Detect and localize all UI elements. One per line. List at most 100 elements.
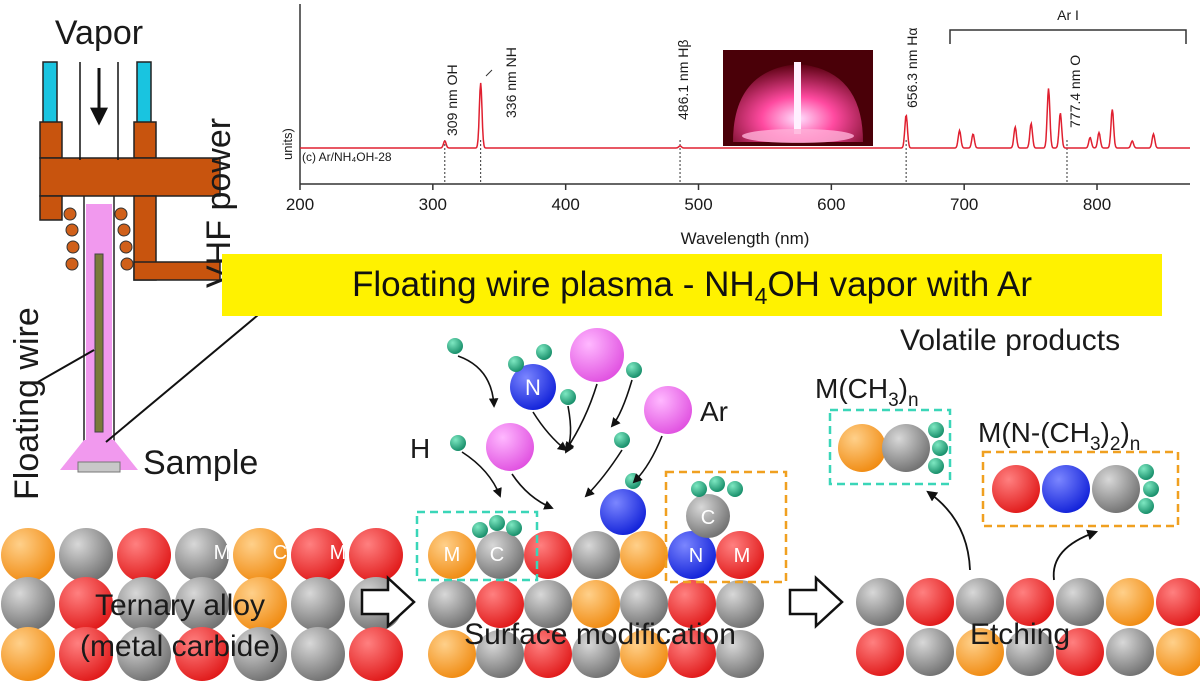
metal-atom-orange xyxy=(428,630,476,678)
product-2-formula: M(N-(CH3)2)n xyxy=(978,417,1140,455)
desorption-arrow xyxy=(926,490,971,571)
x-axis-label: Wavelength (nm) xyxy=(681,229,810,248)
coil-turn xyxy=(120,257,134,271)
h-atom xyxy=(928,458,944,474)
metal-atom-red xyxy=(716,531,764,579)
metal-atom-red xyxy=(1006,578,1054,626)
trajectory-arrow xyxy=(461,451,502,498)
metal-atom-red xyxy=(524,630,572,678)
metal-atom-orange xyxy=(428,531,476,579)
title-banner xyxy=(222,254,1162,316)
metal-atom-orange xyxy=(620,531,668,579)
carbon-atom xyxy=(572,630,620,678)
metal-atom-red xyxy=(668,580,716,628)
h-atom xyxy=(727,481,743,497)
coil-turn xyxy=(65,257,79,271)
h-atom xyxy=(626,362,642,378)
atom-label-m: M xyxy=(214,542,231,564)
vapor-label: Vapor xyxy=(55,14,143,52)
x-tick-label: 600 xyxy=(817,195,845,214)
n-atom xyxy=(600,489,646,535)
series-label: (c) Ar/NH₄OH-28 xyxy=(302,150,392,164)
carbon-atom xyxy=(1006,628,1054,676)
methyl-group-box xyxy=(415,510,539,582)
peak-label-o: 777.4 nm O xyxy=(1067,55,1083,128)
metal-atom-red xyxy=(906,578,954,626)
carbon-atom xyxy=(428,580,476,628)
peak-label-nh: 336 nm NH xyxy=(503,47,519,118)
trajectory-arrow xyxy=(610,379,633,428)
c-atom xyxy=(882,424,930,472)
carbon-atom xyxy=(476,531,524,579)
h-atom xyxy=(447,338,463,354)
ar-atom xyxy=(644,386,692,434)
peak-label-hbeta: 486.1 nm Hβ xyxy=(675,40,691,120)
h-atom xyxy=(932,440,948,456)
metal-atom-red xyxy=(524,531,572,579)
h-atom xyxy=(625,473,641,489)
metal-atom-red xyxy=(291,528,345,582)
carbon-atom xyxy=(291,627,345,681)
sample-pointer xyxy=(105,299,277,443)
sample-label: Sample xyxy=(143,444,258,482)
floating-wire-rod xyxy=(94,253,104,433)
metal-atom-orange xyxy=(1,528,55,582)
h-atom xyxy=(560,389,576,405)
plasma-species: N H Ar xyxy=(410,328,728,535)
h-atom xyxy=(489,515,505,531)
metal-atom-red xyxy=(856,628,904,676)
spectrum-series-line xyxy=(300,82,1190,149)
h-atom xyxy=(691,481,707,497)
h-atom xyxy=(1138,464,1154,480)
title-banner-text: Floating wire plasma - NH4OH vapor with … xyxy=(352,265,1032,309)
h-atom xyxy=(1138,498,1154,514)
stage-1-label-line1: Ternary alloy xyxy=(95,589,265,622)
metal-atom-red xyxy=(349,528,403,582)
carbon-atom xyxy=(856,578,904,626)
m-atom xyxy=(838,424,886,472)
h-atom xyxy=(709,476,725,492)
carbon-atom xyxy=(572,531,620,579)
coil-turn xyxy=(66,240,80,254)
metal-atom-red xyxy=(1156,578,1200,626)
n-atom xyxy=(1042,465,1090,513)
stage-arrow xyxy=(360,575,416,629)
nh-peak-tick xyxy=(485,69,493,77)
n-atom xyxy=(510,364,556,410)
carbon-atom xyxy=(620,580,668,628)
c-atom xyxy=(686,494,730,538)
carbon-atom xyxy=(476,630,524,678)
ar-bracket xyxy=(949,29,1187,44)
metal-atom-red xyxy=(175,627,229,681)
trajectory-arrow xyxy=(457,355,499,408)
electrode-left-lower xyxy=(39,195,63,221)
carbon-atom xyxy=(175,528,229,582)
peak-label-ar: Ar I xyxy=(1057,7,1079,23)
metal-atom-red xyxy=(1056,628,1104,676)
carbon-atom xyxy=(716,630,764,678)
atom-label-m: M xyxy=(734,545,751,567)
x-tick-label: 200 xyxy=(286,195,314,214)
x-tick-label: 300 xyxy=(419,195,447,214)
h-atom xyxy=(450,435,466,451)
product-1-formula: M(CH3)n xyxy=(815,373,919,411)
m-atom xyxy=(992,465,1040,513)
metal-atom-orange xyxy=(1,627,55,681)
carbon-atom xyxy=(1,577,55,631)
metal-atom-orange xyxy=(572,580,620,628)
electrode-right-foot xyxy=(133,261,221,281)
trajectory-arrow xyxy=(565,405,574,454)
ar-atom xyxy=(486,423,534,471)
atom-label-c: C xyxy=(490,544,504,566)
carbon-atom xyxy=(117,577,171,631)
carbon-atom xyxy=(906,628,954,676)
h-atom xyxy=(508,356,524,372)
h-atom xyxy=(1143,481,1159,497)
carbon-atom xyxy=(59,528,113,582)
metal-atom-red xyxy=(349,627,403,681)
metal-atom-orange xyxy=(956,628,1004,676)
stage-3-label: Etching xyxy=(970,618,1070,651)
atom-label-c: C xyxy=(273,542,287,564)
